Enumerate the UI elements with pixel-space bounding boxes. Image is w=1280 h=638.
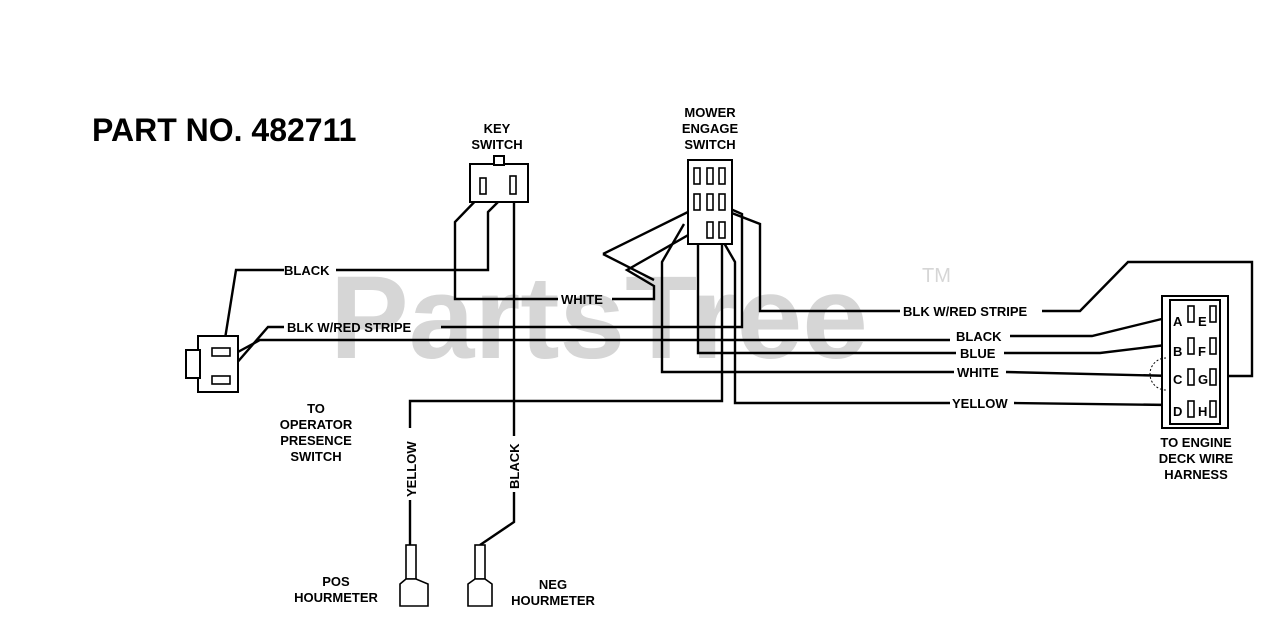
operator-presence-label: TO OPERATOR PRESENCE SWITCH xyxy=(280,401,353,464)
key-switch xyxy=(469,155,529,203)
svg-text:HARNESS: HARNESS xyxy=(1164,467,1228,482)
wire-black-long xyxy=(235,338,950,355)
wire-white-right xyxy=(660,223,1175,378)
wire-black-vertical xyxy=(479,195,516,546)
wire-label-yellow-vertical: YELLOW xyxy=(404,441,419,497)
wire-label-blue: BLUE xyxy=(960,346,996,361)
wire-label-black-vertical: BLACK xyxy=(507,443,522,489)
pin-h-label: H xyxy=(1198,404,1207,419)
wire-zigzag xyxy=(602,207,695,282)
svg-text:KEY: KEY xyxy=(484,121,511,136)
key-switch-label: KEY SWITCH xyxy=(471,121,522,152)
pos-hourmeter-terminal xyxy=(399,544,429,607)
pin-a-label: A xyxy=(1173,314,1183,329)
svg-text:MOWER: MOWER xyxy=(684,105,736,120)
wire-yellow-vertical xyxy=(408,236,724,545)
svg-text:NEG: NEG xyxy=(539,577,567,592)
svg-text:TO: TO xyxy=(307,401,325,416)
wire-label-yellow-right: YELLOW xyxy=(952,396,1008,411)
pin-f-label: F xyxy=(1198,344,1206,359)
wires xyxy=(221,189,1254,546)
pin-b-label: B xyxy=(1173,344,1182,359)
wire-blk-red-right xyxy=(723,208,1254,378)
mower-engage-switch xyxy=(687,159,733,245)
svg-text:OPERATOR: OPERATOR xyxy=(280,417,353,432)
wire-label-black-left: BLACK xyxy=(284,263,330,278)
mower-engage-switch-label: MOWER ENGAGE SWITCH xyxy=(682,105,739,152)
wire-yellow-right xyxy=(718,235,1173,407)
pos-hourmeter-label: POS HOURMETER xyxy=(294,574,378,605)
watermark-tm: TM xyxy=(922,265,951,287)
wire-label-blk-red-left: BLK W/RED STRIPE xyxy=(287,320,412,335)
svg-text:ENGAGE: ENGAGE xyxy=(682,121,739,136)
engine-deck-harness-label: TO ENGINE DECK WIRE HARNESS xyxy=(1159,435,1234,482)
svg-text:SWITCH: SWITCH xyxy=(290,449,341,464)
pin-c-label: C xyxy=(1173,372,1183,387)
wire-label-black-right: BLACK xyxy=(956,329,1002,344)
svg-text:SWITCH: SWITCH xyxy=(471,137,522,152)
pin-d-label: D xyxy=(1173,404,1182,419)
neg-hourmeter-label: NEG HOURMETER xyxy=(511,577,595,608)
watermark-text: PartsTree xyxy=(330,252,868,384)
watermark: PartsTree TM xyxy=(330,252,951,384)
wire-label-white-mid: WHITE xyxy=(561,292,603,307)
page-title: PART NO. 482711 xyxy=(92,112,356,148)
svg-text:HOURMETER: HOURMETER xyxy=(511,593,595,608)
pin-g-label: G xyxy=(1198,372,1208,387)
wire-label-blk-red-right: BLK W/RED STRIPE xyxy=(903,304,1028,319)
operator-presence-connector xyxy=(185,335,239,393)
svg-text:DECK WIRE: DECK WIRE xyxy=(1159,451,1234,466)
wire-black-right xyxy=(1010,314,1175,338)
engine-deck-harness-connector: A E B F C G D H xyxy=(1149,295,1229,429)
wire-label-white-right: WHITE xyxy=(957,365,999,380)
svg-text:TO ENGINE: TO ENGINE xyxy=(1160,435,1232,450)
neg-hourmeter-terminal xyxy=(467,544,493,607)
svg-text:POS: POS xyxy=(322,574,350,589)
svg-text:SWITCH: SWITCH xyxy=(684,137,735,152)
pin-e-label: E xyxy=(1198,314,1207,329)
svg-text:PRESENCE: PRESENCE xyxy=(280,433,352,448)
svg-text:HOURMETER: HOURMETER xyxy=(294,590,378,605)
